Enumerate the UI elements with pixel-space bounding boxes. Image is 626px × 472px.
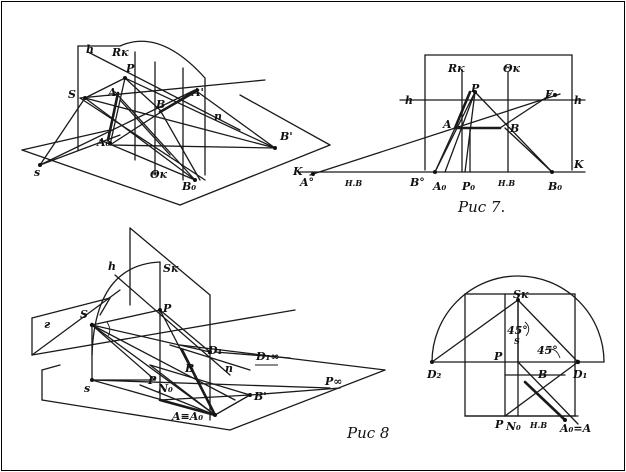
label-k-right: K [573,158,584,171]
label-f: F [544,88,554,101]
label-a0: A° [299,176,314,189]
label-d1: D₁ [207,344,222,357]
label-k-left: K [292,165,303,178]
label-b: B [509,122,519,135]
label-d2: D₂ [426,368,442,381]
label-h-left: h [405,94,413,107]
label-r: г [44,318,51,331]
label-45a: 45° [507,324,528,337]
label-p: P [125,62,135,75]
label-a0a: A₀=A [559,422,592,435]
label-sk: Sк [163,262,179,275]
label-s: S [514,336,520,346]
caption-fig8: Рис 8 [346,424,389,442]
label-n0: N₀ [505,420,521,433]
label-a: A [442,118,452,131]
label-a0: A₀ [96,136,111,149]
label-hb-1: H.B [344,178,362,188]
label-s: S [68,88,76,101]
label-hb-2: H.B [497,178,515,188]
label-n0: N₀ [157,382,173,395]
figure-8-plan: Sк 45° 45° S P D₂ D₁ B P N₀ H.B A₀=A [426,275,605,435]
label-a1: A' [191,86,204,99]
label-b: B [537,368,547,381]
label-rk: Rк [111,46,129,59]
label-s-small: s [34,166,40,179]
label-rk: Rк [447,62,465,75]
label-p: P [493,350,503,363]
label-aa0: A≡A₀ [171,410,203,423]
label-pinf: P∞ [324,375,342,388]
label-p: P [470,82,480,95]
label-h: h [108,260,116,273]
label-b: B [184,362,194,375]
label-n: n [225,362,233,375]
label-sk: Sк [513,288,529,301]
label-b1: B' [279,130,293,143]
label-hb: H.B [529,420,547,430]
label-b0-b: B₀ [547,180,562,193]
label-ok: Θк [150,168,168,181]
label-b1: B' [253,390,267,403]
label-h-right: h [574,94,582,107]
label-d1: D₁ [572,368,587,381]
label-n: n [214,110,222,123]
label-p0: P₀ [461,180,475,193]
figure-top-left: h Rк P S A B A' n A₀ B' s Θк B₀ [21,40,331,206]
label-b: B [155,98,165,111]
label-s: S [80,308,88,321]
label-a0-b: A₀ [432,180,447,193]
label-s-small: s [84,382,90,395]
caption-fig7: Рис 7. [457,198,505,216]
label-p: P [162,302,172,315]
label-45b: 45° [537,344,558,357]
label-h: h [86,43,94,56]
figure-7: Rк Θк h h P F A B K K A° H.B B° A₀ P₀ H.… [292,54,586,216]
label-d1inf: D₁∞ [255,350,280,363]
figure-8: h Sк S P D₁ n D₁∞ s P N₀ B B' P∞ A≡A₀ г … [31,227,389,442]
label-p2: P [147,374,157,387]
label-b0-a: B° [409,176,425,189]
label-b0: B₀ [181,180,196,193]
label-p0: P [494,418,504,431]
label-ok: Θк [503,62,521,75]
label-a: A [107,86,117,99]
